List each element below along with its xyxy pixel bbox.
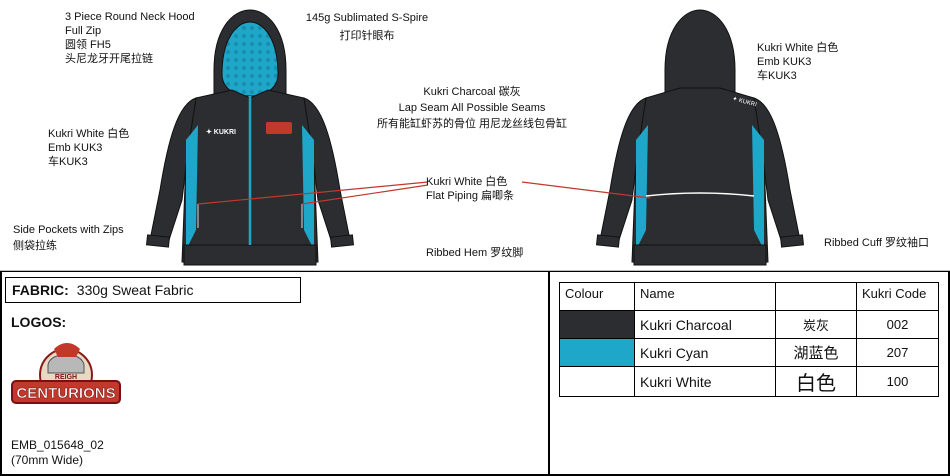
- logos-title: LOGOS:: [11, 314, 67, 330]
- right-white-note-line: Emb KUK3: [757, 56, 812, 68]
- front-jacket: ✦ KUKRI: [145, 9, 355, 266]
- left-border: [0, 272, 2, 476]
- colour-name: Kukri White: [634, 366, 776, 397]
- right-white-note: Kukri White 白色 Emb KUK3 车KUK3: [757, 41, 838, 83]
- colour-cn: 白色: [775, 366, 857, 397]
- logo-caption-line: EMB_015648_02: [11, 438, 104, 452]
- left-white-note: Kukri White 白色 Emb KUK3 车KUK3: [48, 127, 129, 169]
- garment-illustrations: ✦ KUKRI ✦ KUKRI: [0, 9, 950, 272]
- hood-note-line: 圆领 FH5: [65, 39, 111, 51]
- hood-note-line: 头尼龙牙开尾拉链: [65, 53, 153, 65]
- charcoal-note-line: Kukri Charcoal 碳灰: [423, 86, 521, 98]
- right-border: [948, 272, 950, 476]
- header-cn: [775, 282, 857, 311]
- piping-leader-lines: [197, 181, 651, 205]
- left-white-note-line: Emb KUK3: [48, 142, 103, 154]
- charcoal-note: Kukri Charcoal 碳灰 Lap Seam All Possible …: [362, 85, 582, 131]
- charcoal-note-line: Lap Seam All Possible Seams: [398, 102, 546, 114]
- piping-note-line: Kukri White 白色: [426, 176, 508, 188]
- hem-note: Ribbed Hem 罗纹脚: [426, 247, 524, 259]
- fabric-value: 330g Sweat Fabric: [76, 282, 194, 298]
- pockets-note-line: Side Pockets with Zips: [13, 224, 124, 236]
- centurions-logo: REIGH CENTURIONS: [11, 343, 121, 404]
- colour-cn: 炭灰: [775, 310, 857, 339]
- header-colour: Colour: [559, 282, 635, 311]
- colour-code: 002: [856, 310, 939, 339]
- bottom-border: [0, 474, 950, 476]
- header-name: Name: [634, 282, 776, 311]
- colour-row: Kukri White 白色 100: [559, 366, 939, 397]
- hood-note: 3 Piece Round Neck Hood Full Zip 圆领 FH5 …: [65, 10, 195, 66]
- section-divider: [548, 272, 550, 476]
- logo-caption-line: (70mm Wide): [11, 453, 84, 467]
- pockets-note-line: 侧袋拉练: [13, 240, 57, 252]
- hood-note-line: 3 Piece Round Neck Hood: [65, 11, 195, 23]
- colour-code: 207: [856, 338, 939, 367]
- swatch-white: [559, 366, 635, 397]
- header-code: Kukri Code: [856, 282, 939, 311]
- colour-name: Kukri Cyan: [634, 338, 776, 367]
- colour-table-header: Colour Name Kukri Code: [559, 282, 939, 311]
- spire-note: 145g Sublimated S-Spire 打印针眼布: [302, 11, 432, 43]
- charcoal-note-line: 所有能缸虾苏的骨位 用尼龙丝线包骨缸: [376, 118, 568, 130]
- left-white-note-line: Kukri White 白色: [48, 128, 130, 140]
- back-jacket: ✦ KUKRI: [595, 9, 805, 266]
- right-white-note-line: 车KUK3: [757, 70, 797, 82]
- fabric-label: FABRIC:: [12, 282, 69, 298]
- emblem-top-text: REIGH: [55, 374, 77, 381]
- colour-cn: 湖蓝色: [775, 338, 857, 367]
- right-white-note-line: Kukri White 白色: [757, 42, 839, 54]
- colour-row: Kukri Charcoal 炭灰 002: [559, 310, 939, 339]
- swatch-charcoal: [559, 310, 635, 339]
- colour-name: Kukri Charcoal: [634, 310, 776, 339]
- pockets-note: Side Pockets with Zips 侧袋拉练: [13, 223, 124, 253]
- colour-code: 100: [856, 366, 939, 397]
- logo-caption: EMB_015648_02 (70mm Wide): [11, 438, 104, 468]
- emblem-word: CENTURIONS: [16, 385, 115, 402]
- piping-note-line: Flat Piping 扁唧条: [426, 190, 515, 202]
- piping-note: Kukri White 白色 Flat Piping 扁唧条: [426, 175, 514, 203]
- colour-row: Kukri Cyan 湖蓝色 207: [559, 338, 939, 367]
- colour-table: Colour Name Kukri Code Kukri Charcoal 炭灰…: [559, 282, 939, 397]
- hood-note-line: Full Zip: [65, 25, 102, 37]
- fabric-box: FABRIC: 330g Sweat Fabric: [5, 277, 301, 303]
- svg-text:✦ KUKRI: ✦ KUKRI: [206, 128, 236, 136]
- spire-note-line: 打印针眼布: [339, 30, 395, 42]
- swatch-cyan: [559, 338, 635, 367]
- cuff-note: Ribbed Cuff 罗纹袖口: [824, 237, 929, 249]
- left-white-note-line: 车KUK3: [48, 156, 88, 168]
- spire-note-line: 145g Sublimated S-Spire: [305, 12, 429, 24]
